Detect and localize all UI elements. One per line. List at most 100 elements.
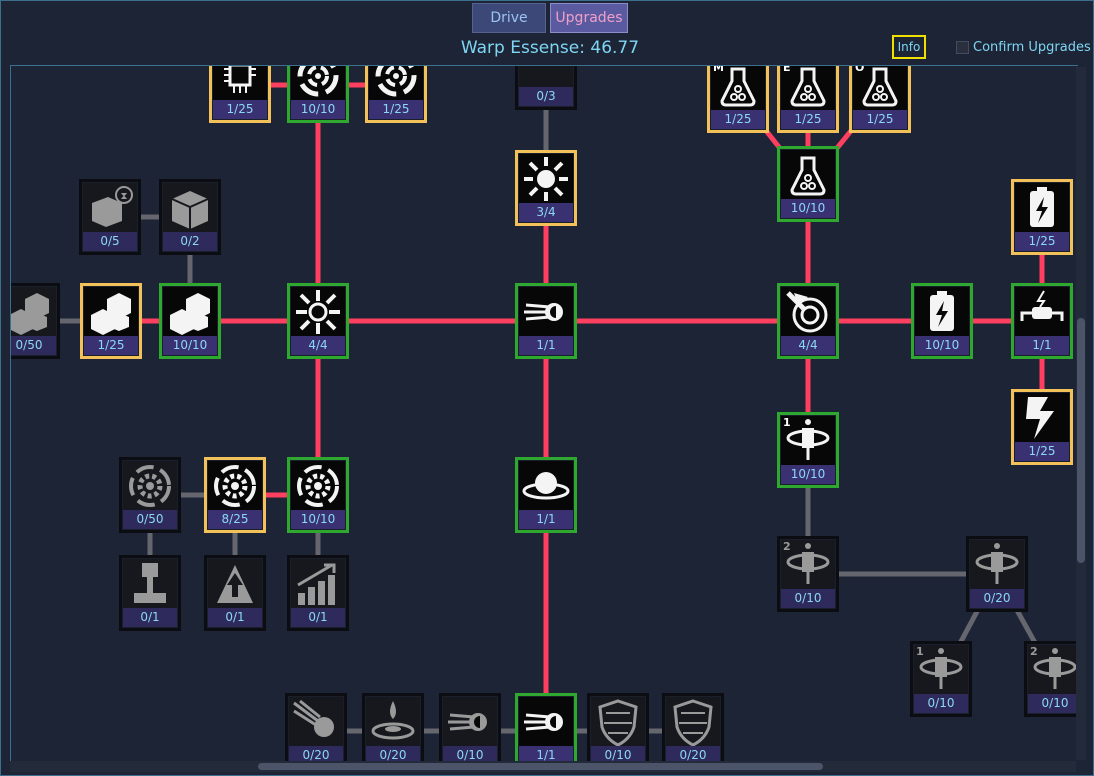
upgrade-node-radar[interactable]: 4/4 — [777, 283, 839, 359]
node-level: 4/4 — [781, 336, 835, 355]
upgrade-node-shield-1[interactable]: 0/10 — [587, 693, 649, 761]
node-badge: O — [855, 65, 865, 74]
node-level: 0/1 — [208, 608, 262, 627]
upgrade-node-spiral-top[interactable]: 0/3 — [515, 66, 577, 110]
upgrade-node-meteor[interactable]: 0/20 — [285, 693, 347, 761]
upgrade-node-battery[interactable]: 10/10 — [911, 283, 973, 359]
node-level: 1/1 — [1015, 336, 1069, 355]
upgrade-node-probe-1[interactable]: 1 10/10 — [777, 412, 839, 488]
upgrade-node-battery-top[interactable]: 1/25 — [1011, 179, 1073, 255]
node-badge: E — [783, 65, 791, 74]
upgrade-node-sunburst[interactable]: 4/4 — [287, 283, 349, 359]
spiral-icon — [519, 66, 573, 88]
upgrade-node-cube-big[interactable]: 0/2 — [159, 179, 221, 255]
node-level: 1/25 — [853, 110, 907, 129]
upgrade-node-resistor[interactable]: 1/1 — [1011, 283, 1073, 359]
upgrade-node-flask-main[interactable]: 10/10 — [777, 146, 839, 222]
horizontal-scroll-thumb[interactable] — [258, 763, 823, 770]
confirm-upgrades-label: Confirm Upgrades — [973, 40, 1091, 55]
upgrade-node-joystick[interactable]: 0/1 — [119, 555, 181, 631]
upgrade-node-droplet[interactable]: 0/20 — [362, 693, 424, 761]
node-badge: 1 — [783, 416, 791, 429]
comet-icon — [519, 697, 573, 747]
upgrade-node-cubes-left[interactable]: 0/50 — [11, 283, 60, 359]
upgrade-node-comet-c[interactable]: 1/1 — [515, 693, 577, 761]
node-level: 10/10 — [291, 100, 345, 119]
upgrade-node-gear-vortex-1[interactable]: 8/25 — [204, 457, 266, 533]
upgrade-node-comet-b[interactable]: 0/10 — [439, 693, 501, 761]
node-level: 1/1 — [519, 336, 573, 355]
upgrade-node-flask-e[interactable]: E 1/25 — [777, 65, 839, 133]
upgrade-node-circuit[interactable]: 1/25 — [209, 66, 271, 123]
tab-upgrades[interactable]: Upgrades — [550, 3, 628, 33]
radar-icon — [781, 287, 835, 337]
node-badge: 2 — [783, 540, 791, 553]
vortex-icon — [369, 66, 423, 101]
confirm-upgrades-checkbox[interactable] — [956, 41, 969, 54]
node-level: 10/10 — [781, 465, 835, 484]
node-level: 1/1 — [519, 510, 573, 529]
meteor-icon — [289, 697, 343, 747]
upgrade-node-flask-o[interactable]: O 1/25 — [849, 65, 911, 133]
comet-icon — [443, 697, 497, 747]
node-level: 0/2 — [163, 232, 217, 251]
upgrade-node-burst[interactable]: 3/4 — [515, 150, 577, 226]
cubes-icon — [11, 287, 56, 337]
upgrade-node-gear-vortex-0[interactable]: 0/50 — [119, 457, 181, 533]
resistor-icon — [1015, 287, 1069, 337]
node-level: 0/10 — [1028, 694, 1078, 713]
node-level: 0/20 — [970, 589, 1024, 608]
upgrade-node-arrow-up[interactable]: 0/1 — [204, 555, 266, 631]
cubes-icon — [84, 287, 138, 337]
node-level: 10/10 — [781, 199, 835, 218]
tab-bar: Drive Upgrades — [472, 3, 628, 33]
upgrade-node-lightning[interactable]: 1/25 — [1011, 389, 1073, 465]
upgrade-node-vortex-top[interactable]: 10/10 — [287, 66, 349, 123]
vortex-icon — [291, 66, 345, 101]
node-level: 1/25 — [1015, 232, 1069, 251]
probe-icon: 2 — [1028, 645, 1078, 695]
info-button[interactable]: Info — [892, 35, 926, 59]
arrow-up-icon — [208, 559, 262, 609]
node-level: 1/1 — [519, 746, 573, 761]
node-level: 0/50 — [11, 336, 56, 355]
shield-icon — [666, 697, 720, 747]
probe-icon: 1 — [781, 416, 835, 466]
node-level: 0/10 — [781, 589, 835, 608]
probe-icon — [970, 540, 1024, 590]
upgrade-node-vortex-top2[interactable]: 1/25 — [365, 66, 427, 123]
upgrade-node-probe-main[interactable]: 0/20 — [966, 536, 1028, 612]
confirm-upgrades-toggle[interactable]: Confirm Upgrades — [956, 40, 1091, 55]
upgrade-node-probe-1b[interactable]: 1 0/10 — [910, 641, 972, 717]
upgrade-node-cube-timer[interactable]: ⧗0/5 — [79, 179, 141, 255]
upgrade-node-shield-2[interactable]: 0/20 — [662, 693, 724, 761]
upgrade-node-cubes-2[interactable]: 10/10 — [159, 283, 221, 359]
battery-icon — [915, 287, 969, 337]
burst-icon — [519, 154, 573, 204]
upgrade-node-chart-up[interactable]: 0/1 — [287, 555, 349, 631]
node-level: 0/10 — [443, 746, 497, 761]
node-level: 0/10 — [914, 694, 968, 713]
joystick-icon — [123, 559, 177, 609]
upgrade-node-gear-vortex-2[interactable]: 10/10 — [287, 457, 349, 533]
sunburst-icon — [291, 287, 345, 337]
tab-drive[interactable]: Drive — [472, 3, 546, 33]
upgrade-node-planet[interactable]: 1/1 — [515, 457, 577, 533]
node-level: 0/1 — [123, 608, 177, 627]
node-level: 10/10 — [291, 510, 345, 529]
upgrade-node-probe-2[interactable]: 2 0/10 — [777, 536, 839, 612]
node-level: 0/3 — [519, 87, 573, 106]
shield-icon — [591, 697, 645, 747]
comet-icon — [519, 287, 573, 337]
node-level: 1/25 — [781, 110, 835, 129]
vertical-scroll-thumb[interactable] — [1077, 318, 1085, 563]
upgrade-node-cubes-1[interactable]: 1/25 — [80, 283, 142, 359]
flask-icon — [781, 150, 835, 200]
node-level: 1/25 — [711, 110, 765, 129]
node-badge: 1 — [916, 645, 924, 658]
cubes-icon — [163, 287, 217, 337]
upgrade-node-comet[interactable]: 1/1 — [515, 283, 577, 359]
